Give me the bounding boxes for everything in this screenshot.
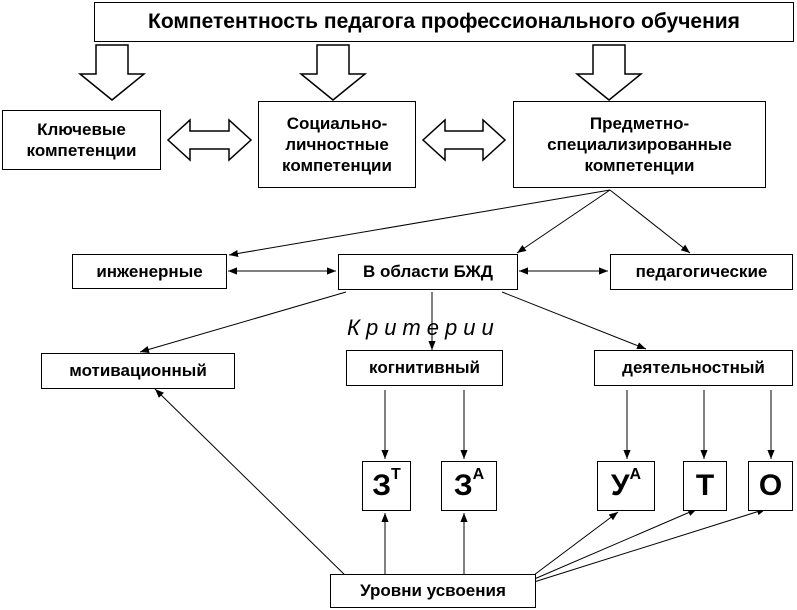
- motivational-label: мотивационный: [69, 361, 207, 381]
- level-t-box: Т: [683, 461, 727, 511]
- pedagogical-label: педагогические: [635, 262, 768, 282]
- levels-root-label: Уровни усвоения: [360, 581, 506, 601]
- subject-specialized-competences-box: Предметно-специализированные компетенции: [513, 101, 766, 188]
- hollow-arrow-to-subject: [574, 44, 644, 101]
- engineering-box: инженерные: [72, 254, 227, 289]
- cognitive-label: когнитивный: [369, 358, 480, 378]
- social-personal-competences-box: Социально-личностные компетенции: [258, 101, 416, 188]
- diagram-title: Компетентность педагога профессиональног…: [148, 9, 740, 33]
- arrow-subject-to-bzhd: [516, 189, 611, 254]
- social-personal-competences-label: Социально-личностные компетенции: [282, 113, 392, 176]
- levels-root-box: Уровни усвоения: [330, 574, 536, 608]
- level-o-label: О: [758, 469, 783, 503]
- level-zt-label: ЗТ: [372, 466, 401, 503]
- level-za-label: ЗА: [453, 466, 485, 503]
- activity-box: деятельностный: [594, 350, 793, 386]
- title-box: Компетентность педагога профессиональног…: [94, 2, 794, 42]
- activity-label: деятельностный: [622, 358, 765, 378]
- arrow-bzhd-to-activity: [501, 291, 647, 350]
- arrow-bzhd-to-motivational: [139, 291, 347, 353]
- bzhd-label: В области БЖД: [363, 262, 493, 282]
- level-za-box: ЗА: [441, 461, 497, 511]
- subject-specialized-competences-label: Предметно-специализированные компетенции: [547, 113, 732, 176]
- hollow-arrow-to-key: [77, 44, 147, 101]
- level-zt-box: ЗТ: [362, 461, 411, 511]
- arrow-subject-to-pedagogical: [609, 189, 691, 254]
- level-ua-box: УА: [597, 461, 655, 511]
- bzhd-box: В области БЖД: [338, 254, 518, 290]
- hollow-double-arrow-social-subject: [421, 118, 507, 162]
- hollow-arrow-to-social: [298, 44, 368, 101]
- arrow-levels-to-t: [531, 508, 698, 581]
- key-competences-label: Ключевые компетенции: [26, 119, 137, 160]
- pedagogical-box: педагогические: [610, 254, 793, 290]
- criteria-heading: Критерии: [347, 315, 500, 340]
- motivational-box: мотивационный: [41, 353, 235, 389]
- hollow-double-arrow-key-social: [166, 118, 253, 162]
- arrow-levels-to-o: [533, 508, 767, 583]
- engineering-label: инженерные: [96, 261, 203, 281]
- level-t-label: Т: [695, 469, 715, 503]
- level-o-box: О: [748, 461, 793, 511]
- arrow-subject-to-engineering: [228, 189, 611, 258]
- cognitive-box: когнитивный: [346, 350, 503, 386]
- level-ua-label: УА: [610, 466, 642, 503]
- key-competences-box: Ключевые компетенции: [2, 110, 161, 170]
- arrow-levels-to-motivational: [154, 388, 351, 581]
- arrow-levels-to-ua: [529, 511, 619, 579]
